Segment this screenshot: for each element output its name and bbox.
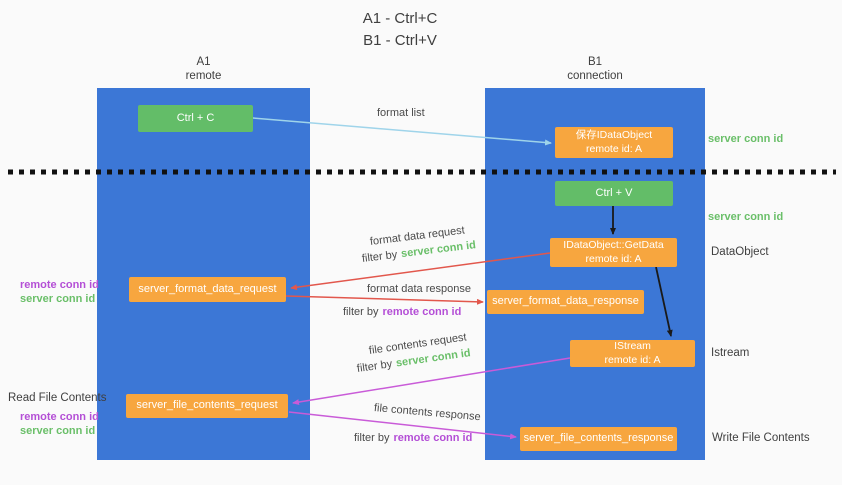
box-server-format-data-response: server_format_data_response bbox=[487, 290, 644, 314]
lane-a1-name: A1 bbox=[196, 56, 211, 68]
label-filter-by-text-3: filter by bbox=[356, 358, 393, 375]
label-remote-conn-id-inline-1: remote conn id bbox=[382, 306, 462, 318]
label-istream: Istream bbox=[711, 347, 750, 359]
label-remote-conn-id-left-1: remote conn id bbox=[20, 279, 99, 291]
box-save-idataobject-line2: remote id: A bbox=[585, 142, 643, 155]
label-file-contents-response: file contents response bbox=[373, 402, 482, 424]
lane-b1-name: B1 bbox=[587, 56, 603, 68]
label-read-file-contents: Read File Contents bbox=[8, 392, 107, 404]
box-getdata-line1: IDataObject::GetData bbox=[563, 239, 664, 252]
box-istream-line1: IStream bbox=[614, 340, 651, 353]
lane-b1-sub: connection bbox=[567, 70, 623, 83]
box-server-format-data-request: server_format_data_request bbox=[129, 277, 286, 302]
box-istream-line2: remote id: A bbox=[604, 353, 661, 366]
box-getdata: IDataObject::GetData remote id: A bbox=[550, 238, 677, 267]
box-server-file-contents-request-label: server_file_contents_request bbox=[136, 399, 278, 412]
label-dataobject: DataObject bbox=[711, 246, 769, 258]
lane-a1-sub: remote bbox=[185, 70, 222, 83]
label-format-list: format list bbox=[377, 107, 425, 119]
label-filter-by-text-2: filter by bbox=[343, 306, 379, 318]
box-ctrl-v: Ctrl + V bbox=[555, 181, 673, 206]
title-line-2: B1 - Ctrl+V bbox=[363, 31, 437, 49]
title-line-1: A1 - Ctrl+C bbox=[362, 10, 438, 27]
box-server-file-contents-request: server_file_contents_request bbox=[126, 394, 288, 418]
label-server-conn-id-left-1: server conn id bbox=[20, 293, 96, 305]
box-getdata-line2: remote id: A bbox=[585, 252, 642, 265]
box-ctrl-c: Ctrl + C bbox=[138, 105, 253, 132]
label-remote-conn-id-inline-2: remote conn id bbox=[393, 432, 473, 444]
diagram-title: A1 - Ctrl+C B1 - Ctrl+V bbox=[280, 8, 520, 52]
box-save-idataobject: 保存IDataObject remote id: A bbox=[555, 127, 673, 158]
box-server-file-contents-response-label: server_file_contents_response bbox=[523, 432, 674, 445]
box-istream: IStream remote id: A bbox=[570, 340, 695, 367]
label-filter-by-text-1: filter by bbox=[361, 248, 398, 265]
label-server-conn-id-right-2: server conn id bbox=[708, 211, 784, 223]
lane-header-b1: B1 connection bbox=[485, 55, 705, 84]
arrow-format-data-response bbox=[285, 295, 484, 305]
label-filter-by-text-4: filter by bbox=[354, 432, 390, 444]
label-server-conn-id-left-2: server conn id bbox=[20, 425, 96, 437]
lane-header-a1: A1 remote bbox=[97, 55, 310, 84]
label-remote-conn-id-left-2: remote conn id bbox=[20, 411, 99, 423]
box-ctrl-v-label: Ctrl + V bbox=[595, 186, 633, 199]
box-server-format-data-request-label: server_format_data_request bbox=[138, 282, 277, 295]
label-server-conn-id-right-1: server conn id bbox=[708, 133, 784, 145]
label-write-file-contents: Write File Contents bbox=[712, 432, 810, 444]
box-server-file-contents-response: server_file_contents_response bbox=[520, 427, 677, 451]
box-save-idataobject-line1: 保存IDataObject bbox=[575, 129, 653, 142]
box-ctrl-c-label: Ctrl + C bbox=[176, 111, 215, 124]
label-format-data-response: format data response bbox=[367, 283, 471, 295]
box-server-format-data-response-label: server_format_data_response bbox=[492, 295, 639, 308]
